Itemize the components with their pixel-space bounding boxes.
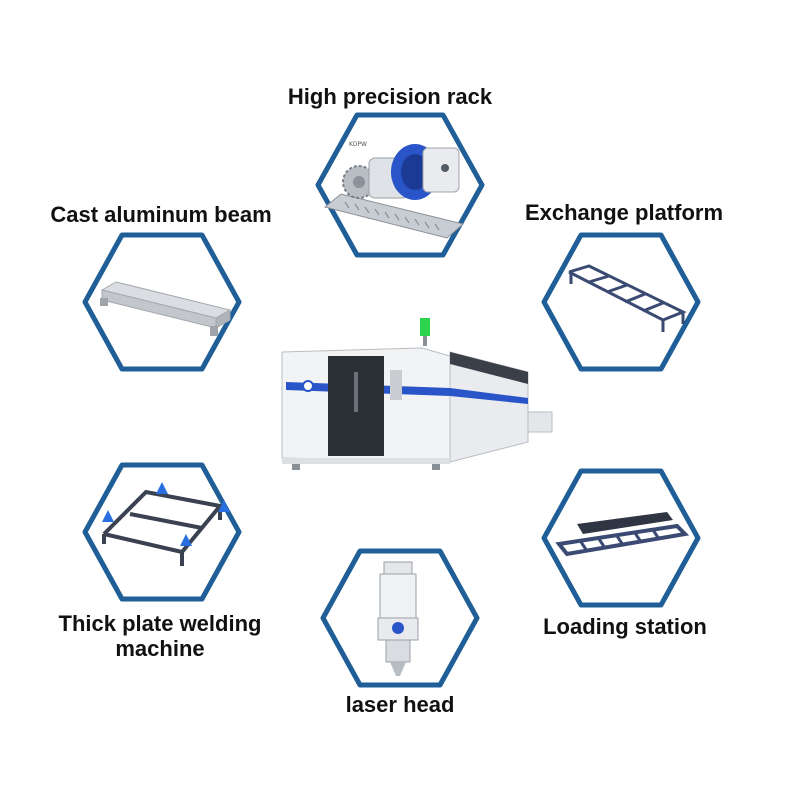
hex-exchange-platform (541, 232, 701, 372)
gear-rack-icon: KOPW (323, 141, 465, 239)
hex-laser-head (320, 548, 480, 688)
label-loading-station: Loading station (543, 614, 707, 639)
exchange-platform-icon (568, 264, 687, 332)
laser-head-icon (377, 561, 419, 676)
label-thick-plate-welding: Thick plate welding (58, 611, 262, 636)
label-machine: machine (115, 636, 205, 661)
label-laser-head: laser head (345, 692, 455, 717)
aluminum-beam-icon (100, 281, 232, 336)
svg-text:KOPW: KOPW (349, 141, 367, 148)
label-high-precision-rack: High precision rack (287, 84, 493, 109)
welded-frame-icon (102, 482, 230, 566)
hex-cast-aluminum-beam (82, 232, 242, 372)
label-exchange-platform: Exchange platform (524, 200, 724, 225)
laser-cutting-machine-icon (272, 312, 556, 481)
hex-loading-station (541, 468, 701, 608)
label-cast-aluminum-beam: Cast aluminum beam (50, 202, 272, 227)
hex-thick-plate-welding (82, 462, 242, 602)
loading-station-icon (555, 512, 690, 557)
hex-high-precision-rack: KOPW (315, 112, 485, 258)
